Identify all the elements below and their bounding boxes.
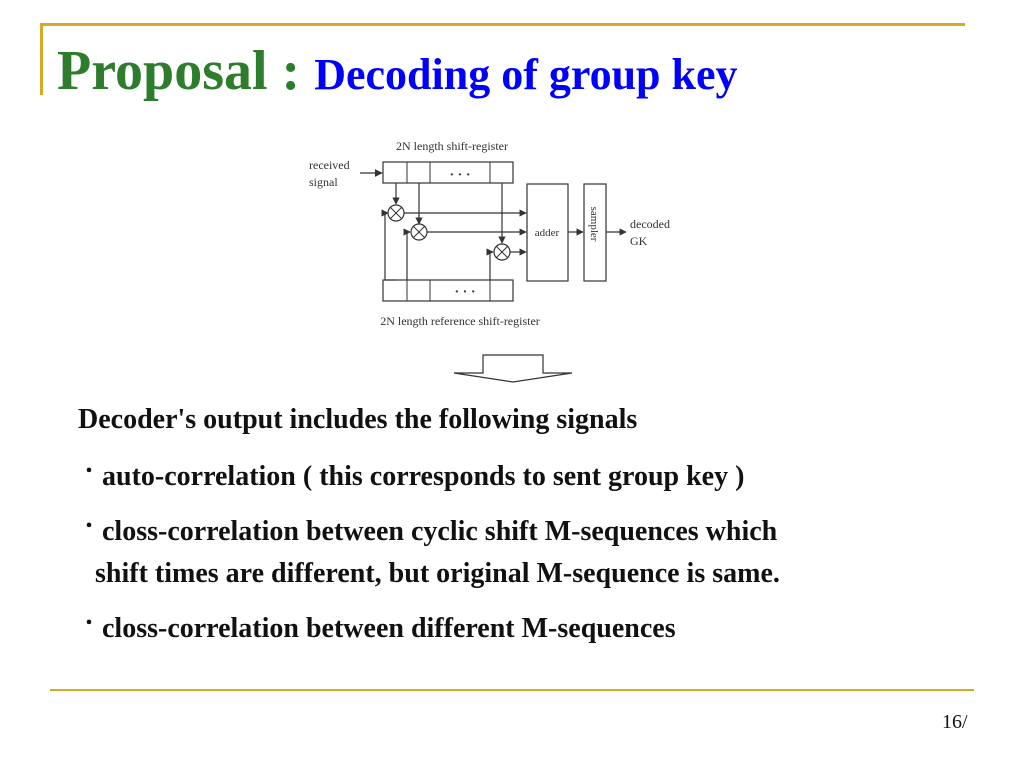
bullet-text: closs-correlation between different M-se…	[102, 613, 676, 644]
bullet-item: ・closs-correlation between different M-s…	[80, 614, 676, 643]
bullet-text: closs-correlation between cyclic shift M…	[102, 516, 778, 547]
content-heading: Decoder's output includes the following …	[78, 404, 638, 435]
adder-block	[526, 183, 569, 282]
page-number: 16/	[942, 711, 968, 733]
top-border-line	[40, 23, 965, 26]
output-label-line1: decoded	[630, 217, 670, 231]
title-sub: Decoding of group key	[314, 50, 738, 99]
top-register-ellipsis: · · ·	[449, 168, 470, 183]
top-register-label: 2N length shift-register	[396, 139, 508, 153]
bullet-icon: ・	[80, 516, 98, 536]
bottom-register-label: 2N length reference shift-register	[380, 314, 540, 328]
title-main: Proposal :	[57, 40, 315, 102]
bullet-continuation: shift times are different, but original …	[95, 558, 780, 589]
input-label-line1: received	[309, 158, 350, 172]
output-label-line2: GK	[630, 234, 648, 248]
bullet-item: ・auto-correlation ( this corresponds to …	[80, 462, 744, 491]
down-arrow-icon	[453, 354, 573, 383]
multiplier-icon	[410, 223, 428, 241]
top-shift-register	[382, 161, 514, 184]
bullet-text: auto-correlation ( this corresponds to s…	[102, 461, 745, 492]
bullet-item: ・closs-correlation between cyclic shift …	[80, 517, 777, 546]
adder-label: adder	[535, 227, 560, 239]
bullet-icon: ・	[80, 461, 98, 481]
bottom-register-ellipsis: · · ·	[454, 285, 475, 300]
sampler-label: sampler	[588, 207, 600, 242]
multiplier-icon	[387, 204, 405, 222]
left-border-line	[40, 23, 43, 95]
bottom-shift-register	[382, 279, 514, 302]
footer-line	[50, 689, 974, 691]
input-label-line2: signal	[309, 175, 338, 189]
multiplier-icon	[493, 243, 511, 261]
decoder-block-diagram: 2N length shift-register 2N length refer…	[309, 139, 670, 383]
bullet-icon: ・	[80, 613, 98, 633]
slide-title: Proposal : Decoding of group key	[57, 43, 738, 99]
